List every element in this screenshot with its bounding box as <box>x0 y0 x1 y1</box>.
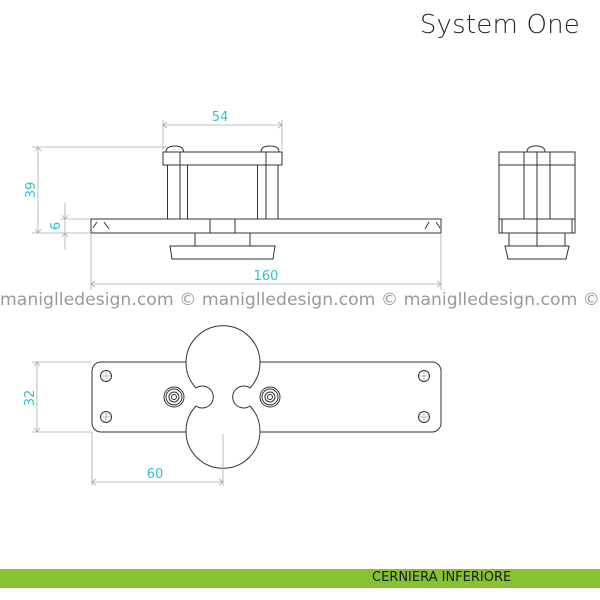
dim-center-offset: 60 <box>147 467 164 482</box>
side-view <box>498 145 576 260</box>
dim-top-width: 54 <box>212 110 229 125</box>
mounting-holes <box>100 370 430 423</box>
product-title: System One <box>419 10 580 40</box>
screw-right <box>259 386 281 408</box>
dimension-lines <box>32 120 442 486</box>
screw-left <box>163 386 185 408</box>
dim-plate-thickness: 6 <box>49 222 64 230</box>
dim-total-height: 39 <box>24 182 39 199</box>
plan-view <box>91 325 442 469</box>
watermark: maniglledesign.com © maniglledesign.com … <box>0 290 600 309</box>
footer-bar: CERNIERA INFERIORE <box>0 569 600 588</box>
part-name-label: CERNIERA INFERIORE <box>372 570 512 585</box>
dim-plate-width: 32 <box>23 390 38 407</box>
dim-total-length: 160 <box>254 269 279 284</box>
front-view <box>90 145 442 260</box>
